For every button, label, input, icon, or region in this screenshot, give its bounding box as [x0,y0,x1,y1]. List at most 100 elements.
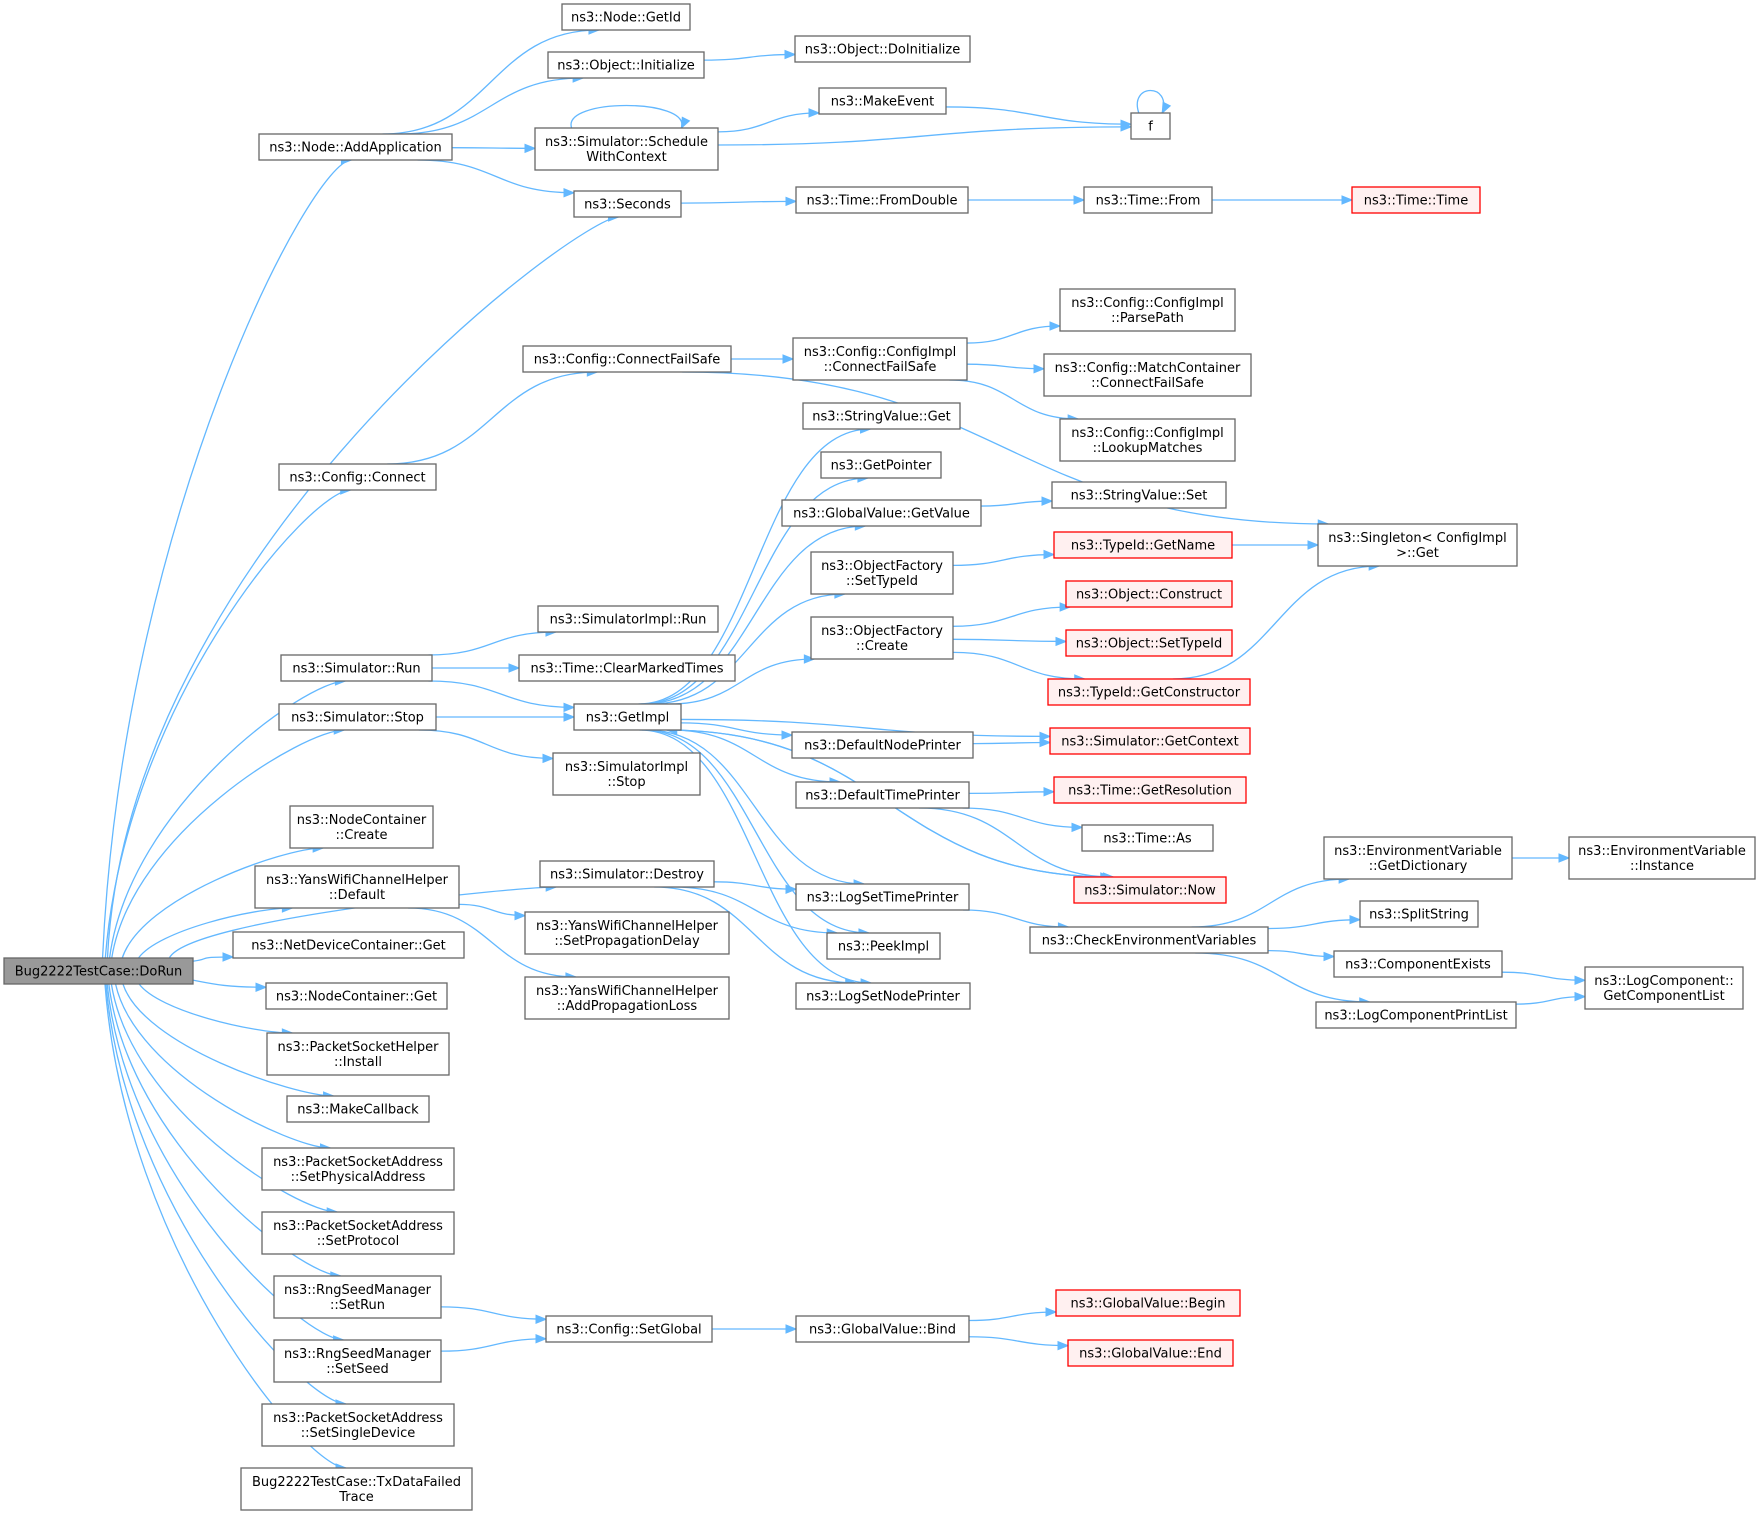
edge-envvar_getdict-to-envvar_instance-arrowhead [1558,853,1571,863]
node-dorun[interactable]: Bug2222TestCase::DoRun [3,957,194,985]
node-label-line: ns3::LogComponent:: [1594,974,1734,989]
node-defaulttimeprinter[interactable]: ns3::DefaultTimePrinter [795,781,970,809]
node-rng_setrun[interactable]: ns3::RngSeedManager::SetRun [273,1275,442,1319]
node-matchcontainer_cfs[interactable]: ns3::Config::MatchContainer::ConnectFail… [1043,353,1252,397]
node-label-line: ns3::Time::As [1103,832,1192,847]
node-stringvalue_set[interactable]: ns3::StringValue::Set [1051,481,1227,509]
node-makeevent[interactable]: ns3::MakeEvent [818,87,947,115]
node-yans_default[interactable]: ns3::YansWifiChannelHelper::Default [254,865,460,909]
node-cfg_setglobal[interactable]: ns3::Config::SetGlobal [545,1315,713,1343]
edge-typeid_getctor-to-singleton_get [1172,565,1380,680]
node-packetsockethelper_install[interactable]: ns3::PacketSocketHelper::Install [266,1032,450,1076]
node-label-line: ns3::GlobalValue::End [1079,1347,1222,1362]
node-makecallback[interactable]: ns3::MakeCallback [286,1095,430,1123]
node-label-line: ns3::PacketSocketAddress [273,1219,443,1234]
node-node_getid[interactable]: ns3::Node::GetId [561,3,691,31]
node-cfgimpl_connectfs[interactable]: ns3::Config::ConfigImpl::ConnectFailSafe [792,337,968,381]
node-label-line: Trace [338,1490,374,1505]
node-label-line: ::ParsePath [1111,311,1184,326]
edge-rng_setseed-to-cfg_setglobal [440,1338,547,1352]
node-psa_setsingle[interactable]: ns3::PacketSocketAddress::SetSingleDevic… [261,1403,455,1447]
node-f[interactable]: f [1130,112,1171,140]
node-sim_getcontext[interactable]: ns3::Simulator::GetContext [1049,727,1251,755]
node-time_clearmarked[interactable]: ns3::Time::ClearMarkedTimes [518,654,736,682]
node-objfactory_create[interactable]: ns3::ObjectFactory::Create [810,616,954,660]
node-singleton_get[interactable]: ns3::Singleton< ConfigImpl>::Get [1317,523,1518,567]
node-componentexists[interactable]: ns3::ComponentExists [1333,950,1503,978]
node-cfg_connectfs[interactable]: ns3::Config::ConnectFailSafe [522,345,732,373]
node-logcomponent_getlist[interactable]: ns3::LogComponent::GetComponentList [1584,966,1744,1010]
node-cfg_connect[interactable]: ns3::Config::Connect [278,463,437,491]
node-time_fromdouble[interactable]: ns3::Time::FromDouble [795,186,969,214]
node-label-line: ns3::Simulator::Stop [291,711,424,726]
node-node_addapp[interactable]: ns3::Node::AddApplication [258,133,453,161]
node-obj_init[interactable]: ns3::Object::Initialize [547,51,705,79]
node-logsetnodeprinter[interactable]: ns3::LogSetNodePrinter [795,982,971,1010]
node-gv_bind[interactable]: ns3::GlobalValue::Bind [795,1315,970,1343]
node-time_from[interactable]: ns3::Time::From [1083,186,1213,214]
node-label-line: ::SetSingleDevice [301,1426,416,1441]
node-box [1049,727,1251,755]
node-yans_addproploss[interactable]: ns3::YansWifiChannelHelper::AddPropagati… [524,976,730,1020]
node-box [1051,481,1227,509]
node-envvar_instance[interactable]: ns3::EnvironmentVariable::Instance [1568,836,1756,880]
edge-defaulttimeprinter-to-sim_now [919,807,1114,878]
node-defaultnodeprinter[interactable]: ns3::DefaultNodePrinter [791,731,974,759]
node-sim_run[interactable]: ns3::Simulator::Run [280,654,433,682]
node-time_getres[interactable]: ns3::Time::GetResolution [1053,776,1247,804]
node-logcomponentprintlist[interactable]: ns3::LogComponentPrintList [1315,1001,1517,1029]
node-rng_setseed[interactable]: ns3::RngSeedManager::SetSeed [273,1339,442,1383]
edge-componentexists-to-logcomponent_getlist [1501,971,1586,981]
node-getimpl[interactable]: ns3::GetImpl [573,703,682,731]
node-label-line: ns3::Simulator::Run [292,662,420,677]
node-gv_begin[interactable]: ns3::GlobalValue::Begin [1055,1289,1241,1317]
edge-sim_destroy-to-logsettimeprinter-arrowhead [785,884,798,894]
node-time_as[interactable]: ns3::Time::As [1081,824,1214,852]
node-sim_stop[interactable]: ns3::Simulator::Stop [278,703,437,731]
node-typeid_getctor[interactable]: ns3::TypeId::GetConstructor [1047,678,1251,706]
edge-objfactory_create-to-obj_settypeid-arrowhead [1055,636,1068,647]
node-logsettimeprinter[interactable]: ns3::LogSetTimePrinter [795,883,970,911]
node-box [1073,876,1227,904]
node-splitstring[interactable]: ns3::SplitString [1359,900,1479,928]
edge-gv_bind-to-gv_begin [968,1311,1057,1322]
node-simimpl_run[interactable]: ns3::SimulatorImpl::Run [537,605,719,633]
node-obj_doinit[interactable]: ns3::Object::DoInitialize [794,35,971,63]
edge-getimpl-to-logsetnodeprinter [639,729,872,984]
node-cfgimpl_lookup[interactable]: ns3::Config::ConfigImpl::LookupMatches [1059,418,1236,462]
node-checkenvvars[interactable]: ns3::CheckEnvironmentVariables [1029,926,1269,954]
node-nodecontainer_get[interactable]: ns3::NodeContainer::Get [265,982,448,1010]
node-psa_setproto[interactable]: ns3::PacketSocketAddress::SetProtocol [261,1211,455,1255]
node-typeid_getname[interactable]: ns3::TypeId::GetName [1053,531,1233,559]
node-sim_destroy[interactable]: ns3::Simulator::Destroy [539,860,715,888]
node-obj_settypeid[interactable]: ns3::Object::SetTypeId [1065,629,1233,657]
node-sim_now[interactable]: ns3::Simulator::Now [1073,876,1227,904]
node-simimpl_stop[interactable]: ns3::SimulatorImpl::Stop [552,752,701,796]
node-label-line: ns3::YansWifiChannelHelper [266,873,449,888]
node-label-line: ns3::RngSeedManager [284,1283,432,1298]
node-obj_construct[interactable]: ns3::Object::Construct [1065,580,1233,608]
node-stringvalue_get[interactable]: ns3::StringValue::Get [802,402,961,430]
node-netdevcontainer_get[interactable]: ns3::NetDeviceContainer::Get [232,931,465,959]
node-objfactory_settypeid[interactable]: ns3::ObjectFactory::SetTypeId [810,551,954,595]
node-label-line: ::AddPropagationLoss [557,999,698,1014]
node-getpointer[interactable]: ns3::GetPointer [820,451,942,479]
node-envvar_getdict[interactable]: ns3::EnvironmentVariable::GetDictionary [1323,836,1513,880]
node-gv_end[interactable]: ns3::GlobalValue::End [1067,1339,1234,1367]
edge-yans_default-to-yans_addproploss [408,907,576,978]
node-time_time[interactable]: ns3::Time::Time [1351,186,1481,214]
node-yans_setpropdelay[interactable]: ns3::YansWifiChannelHelper::SetPropagati… [524,911,730,955]
edge-node_addapp-to-sim_schedwc [451,147,536,149]
node-psa_setphys[interactable]: ns3::PacketSocketAddress::SetPhysicalAdd… [261,1147,455,1191]
node-cfgimpl_parsepath[interactable]: ns3::Config::ConfigImpl::ParsePath [1059,288,1236,332]
node-box [254,865,460,909]
edge-dorun-to-nodecontainer_get [192,979,267,988]
node-label-line: ns3::RngSeedManager [284,1347,432,1362]
node-seconds[interactable]: ns3::Seconds [573,190,682,218]
node-peekimpl[interactable]: ns3::PeekImpl [826,932,941,960]
node-globalvalue_getvalue[interactable]: ns3::GlobalValue::GetValue [781,499,982,527]
edge-dorun-to-psa_setphys [114,983,331,1149]
node-nodecontainer_create[interactable]: ns3::NodeContainer::Create [289,805,434,849]
